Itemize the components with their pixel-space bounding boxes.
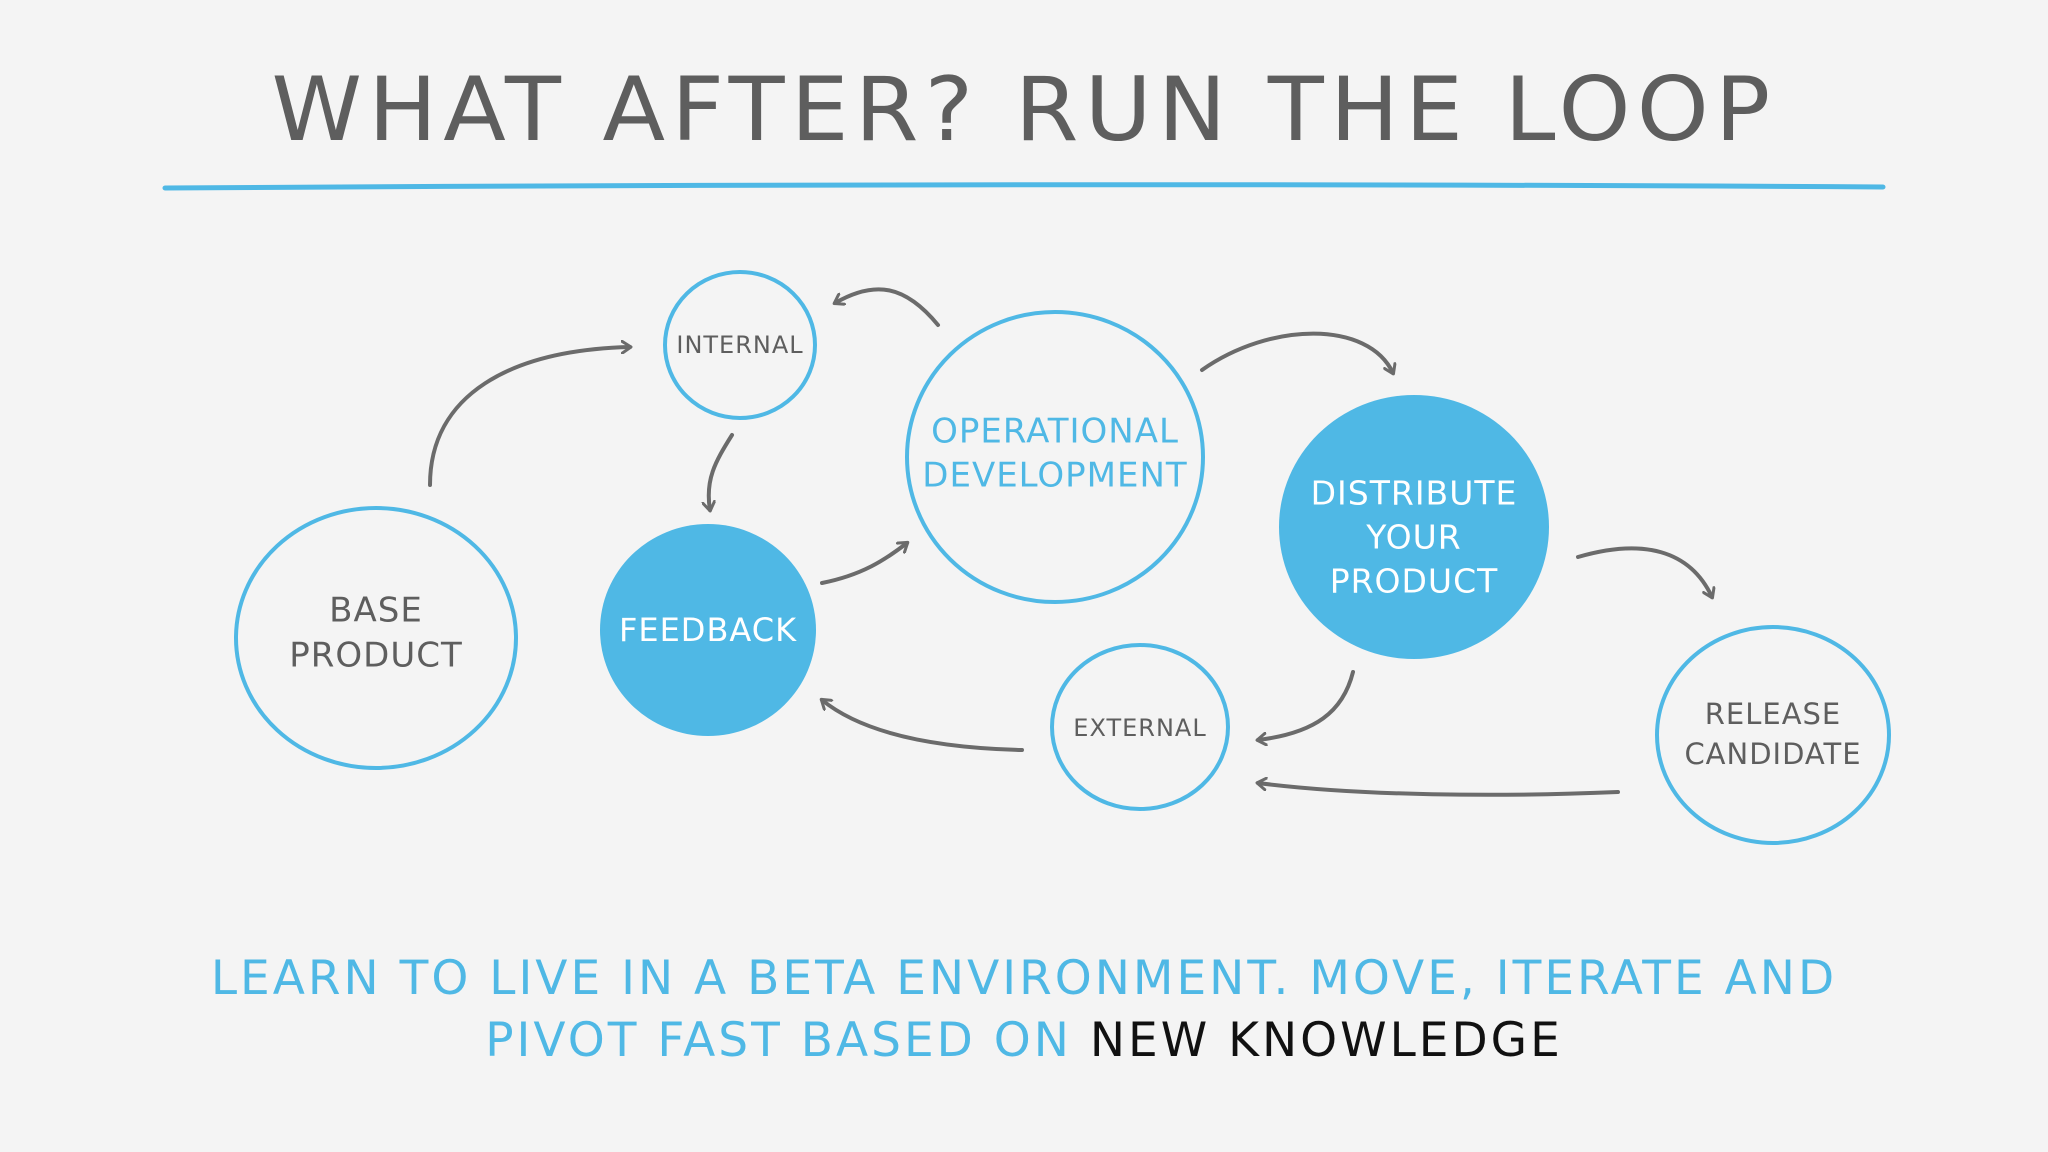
operational-development-label-line2: DEVELOPMENT — [922, 456, 1187, 496]
caption: LEARN TO LIVE IN A BETA ENVIRONMENT. MOV… — [0, 948, 2048, 1072]
release-candidate-circle — [1655, 625, 1891, 845]
internal-label: INTERNAL — [676, 331, 803, 359]
distribute-circle — [1279, 395, 1549, 659]
arrow-external-to-feedback — [822, 700, 1024, 752]
caption-line2: PIVOT FAST BASED ON NEW KNOWLEDGE — [0, 1010, 2048, 1072]
release-candidate-label-line2: CANDIDATE — [1684, 737, 1861, 771]
caption-line2-blue: PIVOT FAST BASED ON — [485, 1013, 1090, 1068]
arrow-release-to-external — [1258, 783, 1620, 797]
feedback-label: FEEDBACK — [619, 611, 797, 649]
arrow-operational-to-internal — [835, 287, 940, 327]
arrow-distribute-to-release — [1576, 546, 1712, 597]
slide-title: WHAT AFTER? RUN THE LOOP — [271, 58, 1777, 161]
arrow-distribute-to-external — [1258, 670, 1355, 740]
title-underline — [162, 182, 1886, 191]
internal-circle — [663, 270, 817, 420]
distribute-label-line3: PRODUCT — [1330, 562, 1499, 601]
arrow-internal-to-feedback — [709, 433, 734, 510]
external-label: EXTERNAL — [1073, 714, 1206, 742]
operational-development-label-line1: OPERATIONAL — [931, 412, 1179, 452]
external-circle — [1050, 643, 1230, 811]
feedback-circle — [600, 524, 816, 736]
base-product-circle — [234, 506, 518, 770]
caption-line1: LEARN TO LIVE IN A BETA ENVIRONMENT. MOV… — [210, 951, 1838, 1006]
distribute-label-line1: DISTRIBUTE — [1311, 474, 1518, 513]
operational-development-circle — [905, 310, 1205, 604]
release-candidate-label-line1: RELEASE — [1705, 697, 1842, 731]
arrow-feedback-to-operational — [820, 543, 907, 585]
arrow-base-to-internal — [428, 347, 630, 487]
base-product-label-line1: BASE — [329, 591, 423, 631]
arrow-operational-to-distribute — [1200, 331, 1393, 373]
base-product-label-line2: PRODUCT — [289, 636, 462, 676]
distribute-label-line2: YOUR — [1365, 518, 1461, 557]
caption-line2-highlight: NEW KNOWLEDGE — [1089, 1013, 1563, 1068]
